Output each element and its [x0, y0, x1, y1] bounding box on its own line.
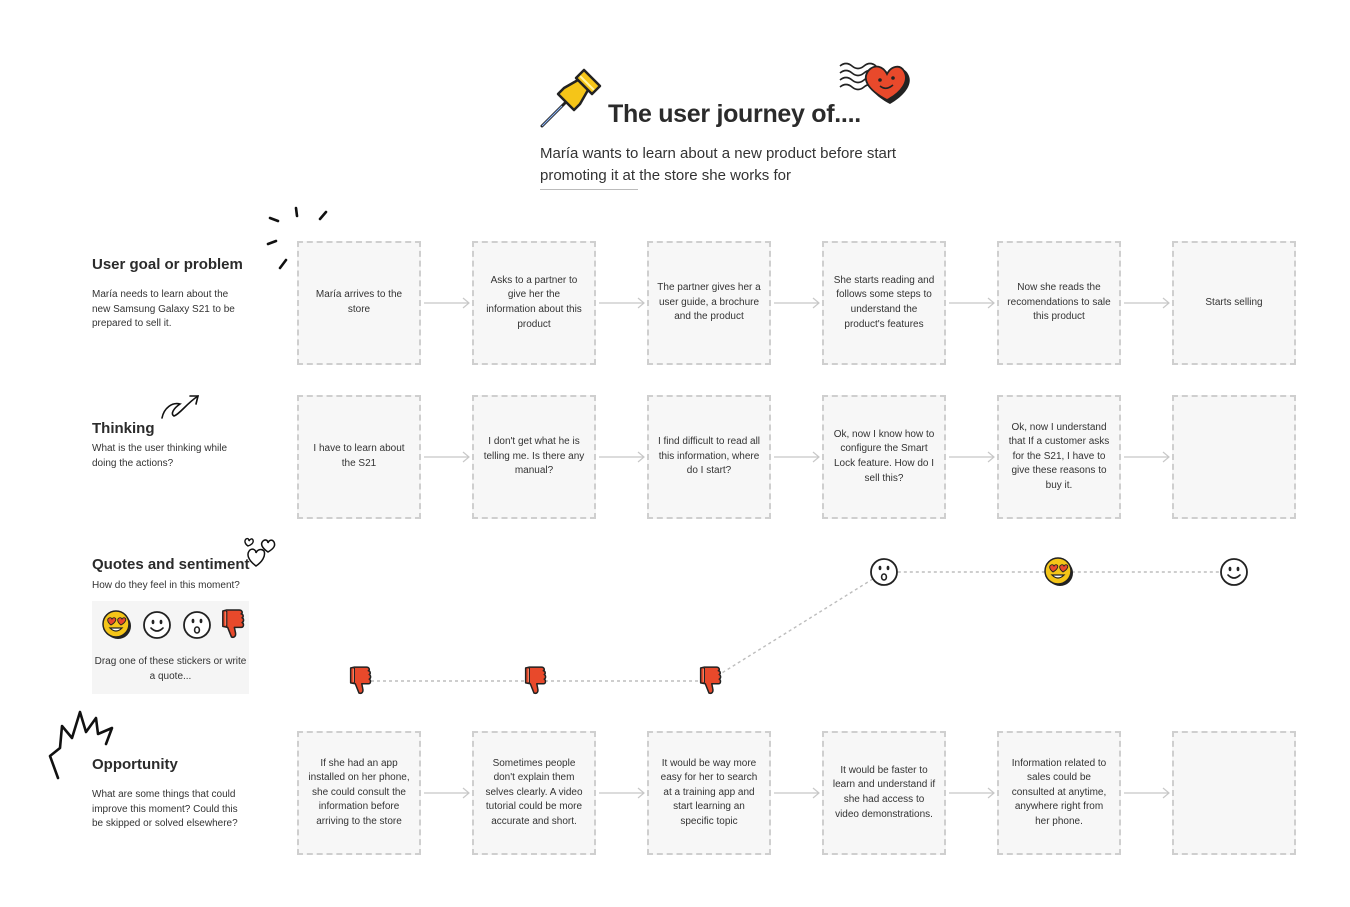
row-title-thinking: Thinking: [92, 420, 155, 437]
connector-arrow-thinking-3: [774, 451, 820, 463]
row-title-opportunity: Opportunity: [92, 756, 178, 773]
connector-arrow-goal-2: [599, 297, 645, 309]
connector-arrow-thinking-5: [1124, 451, 1170, 463]
opportunity-card-5[interactable]: Information related to sales could be co…: [997, 731, 1121, 855]
sticker-palette-hint: Drag one of these stickers or write a qu…: [94, 656, 247, 682]
connector-arrow-opportunity-5: [1124, 787, 1170, 799]
row-title-quotes: Quotes and sentiment: [92, 556, 250, 573]
connector-arrow-goal-5: [1124, 297, 1170, 309]
palette-heart-eyes-icon[interactable]: [102, 610, 132, 640]
subtitle-underline: [540, 189, 638, 190]
connector-arrow-goal-3: [774, 297, 820, 309]
sentiment-thumbs-down-icon-1[interactable]: [349, 666, 372, 695]
palette-thumbs-down-icon[interactable]: [222, 609, 245, 639]
row-desc-quotes: How do they feel in this moment?: [92, 580, 240, 591]
sentiment-heart-eyes-icon-5[interactable]: [1044, 557, 1074, 587]
arrow-doodle-icon: [158, 392, 202, 427]
connector-arrow-thinking-4: [949, 451, 995, 463]
thinking-card-4[interactable]: Ok, now I know how to configure the Smar…: [822, 395, 946, 519]
hearts-doodle-icon: [242, 534, 278, 575]
opportunity-card-1[interactable]: If she had an app installed on her phone…: [297, 731, 421, 855]
connector-arrow-goal-4: [949, 297, 995, 309]
connector-arrow-goal-1: [424, 297, 470, 309]
connector-arrow-opportunity-3: [774, 787, 820, 799]
connector-arrow-thinking-1: [424, 451, 470, 463]
thinking-card-6[interactable]: [1172, 395, 1296, 519]
sentiment-thumbs-down-icon-2[interactable]: [524, 666, 547, 695]
page-subtitle: María wants to learn about a new product…: [540, 145, 897, 184]
sentiment-surprised-icon-4[interactable]: [870, 558, 898, 586]
opportunity-card-4[interactable]: It would be faster to learn and understa…: [822, 731, 946, 855]
sparkle-lines-icon: [264, 204, 332, 279]
goal-card-1[interactable]: María arrives to the store: [297, 241, 421, 365]
zigzag-doodle-icon: [46, 708, 118, 785]
palette-smile-icon[interactable]: [143, 611, 171, 639]
goal-card-4[interactable]: She starts reading and follows some step…: [822, 241, 946, 365]
connector-arrow-opportunity-4: [949, 787, 995, 799]
thinking-card-2[interactable]: I don't get what he is telling me. Is th…: [472, 395, 596, 519]
connector-arrow-thinking-2: [599, 451, 645, 463]
goal-card-3[interactable]: The partner gives her a user guide, a br…: [647, 241, 771, 365]
goal-card-2[interactable]: Asks to a partner to give her the inform…: [472, 241, 596, 365]
pushpin-icon: [536, 60, 608, 137]
thinking-card-5[interactable]: Ok, now I understand that If a customer …: [997, 395, 1121, 519]
thinking-card-3[interactable]: I find difficult to read all this inform…: [647, 395, 771, 519]
opportunity-card-2[interactable]: Sometimes people don't explain them selv…: [472, 731, 596, 855]
opportunity-card-3[interactable]: It would be way more easy for her to sea…: [647, 731, 771, 855]
heart-stamp-icon: [838, 58, 914, 113]
row-desc-thinking: What is the user thinking while doing th…: [92, 443, 228, 469]
goal-card-5[interactable]: Now she reads the recomendations to sale…: [997, 241, 1121, 365]
row-desc-goal: María needs to learn about the new Samsu…: [92, 289, 235, 330]
connector-arrow-opportunity-2: [599, 787, 645, 799]
page-title: The user journey of....: [608, 100, 861, 128]
palette-surprised-icon[interactable]: [183, 611, 211, 639]
row-title-goal: User goal or problem: [92, 256, 243, 273]
sentiment-line: [359, 571, 1234, 682]
thinking-card-1[interactable]: I have to learn about the S21: [297, 395, 421, 519]
connector-arrow-opportunity-1: [424, 787, 470, 799]
goal-card-6[interactable]: Starts selling: [1172, 241, 1296, 365]
sentiment-thumbs-down-icon-3[interactable]: [699, 666, 722, 695]
row-desc-opportunity: What are some things that could improve …: [92, 789, 238, 830]
opportunity-card-6[interactable]: [1172, 731, 1296, 855]
sentiment-smile-icon-6[interactable]: [1220, 558, 1248, 586]
